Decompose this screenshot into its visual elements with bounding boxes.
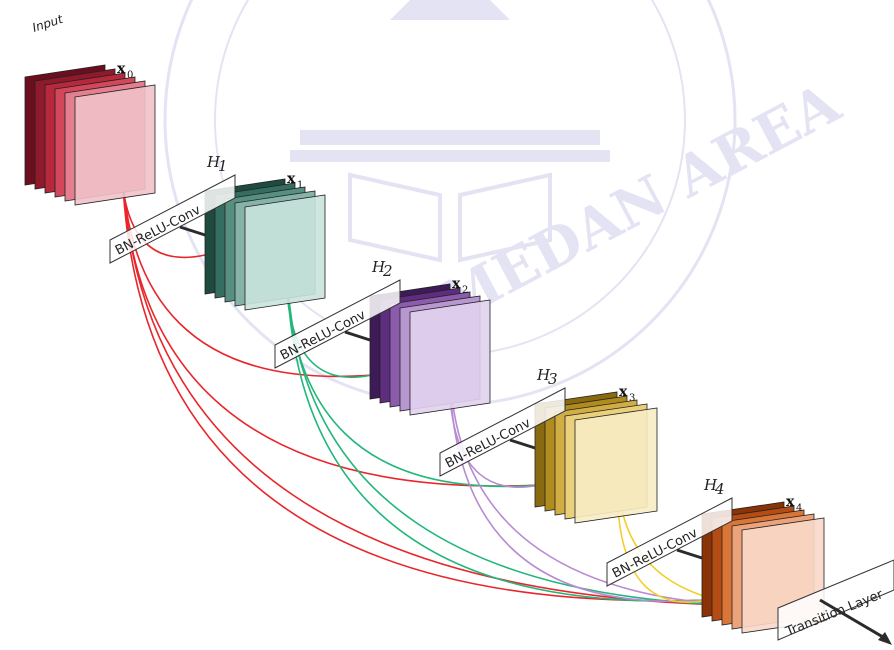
h4-subscript: 4 (714, 480, 725, 498)
feature-front-plane-1 (245, 195, 325, 310)
x0-label: x (117, 61, 126, 77)
feature-front-plane-3 (575, 408, 657, 523)
op-arrow-h4 (677, 550, 702, 558)
x3-subscript: 3 (629, 393, 635, 404)
feature-front-plane-2 (410, 300, 490, 415)
input-label: Input (31, 12, 66, 35)
op-arrow-h3 (510, 440, 535, 448)
x0-subscript: 0 (127, 70, 133, 81)
h2-subscript: 2 (382, 262, 393, 280)
x4-label: x (786, 494, 795, 510)
x1-subscript: 1 (297, 180, 303, 191)
x2-label: x (452, 276, 461, 292)
x2-subscript: 2 (462, 285, 468, 296)
op-arrow-h2 (345, 332, 370, 340)
h3-subscript: 3 (548, 370, 558, 388)
x3-label: x (619, 384, 628, 400)
h1-subscript: 1 (218, 157, 228, 175)
watermark-letter: A (419, 0, 452, 25)
feature-front-plane-0 (75, 85, 155, 205)
x1-label: x (287, 171, 296, 187)
watermark-text: MEDAN AREA (428, 69, 852, 336)
op-arrow-h1 (180, 227, 205, 235)
x4-subscript: 4 (796, 503, 802, 514)
